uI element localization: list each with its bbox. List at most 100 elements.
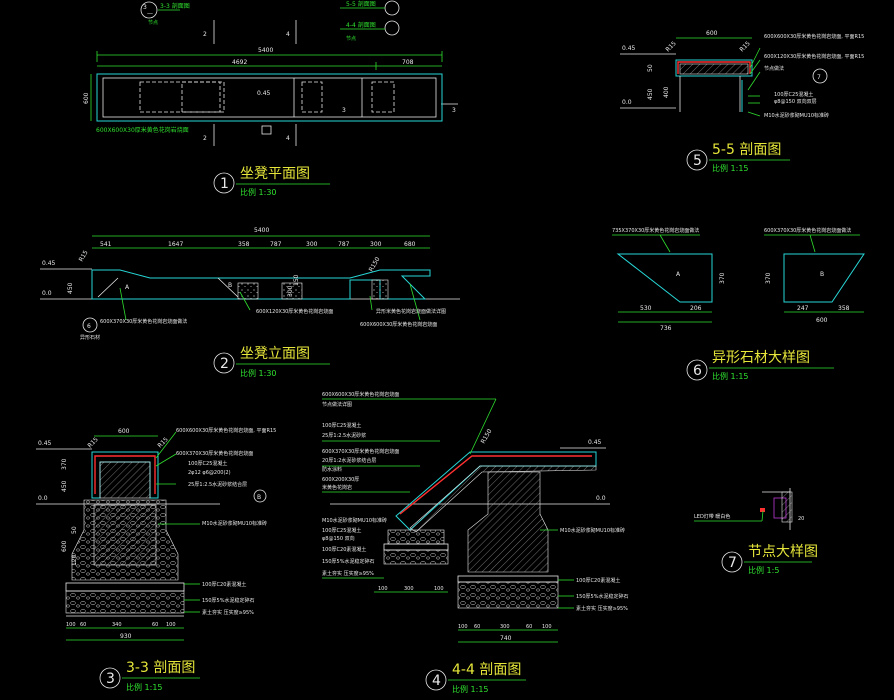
elevation-title: 坐凳立面图 bbox=[240, 346, 310, 362]
svg-text:节点做法详图: 节点做法详图 bbox=[322, 401, 352, 408]
svg-text:R15: R15 bbox=[86, 436, 99, 449]
svg-text:素土夯实 压实度≥95%: 素土夯实 压实度≥95% bbox=[322, 570, 374, 577]
plan-callout-33: 3-3 剖面图 bbox=[160, 2, 190, 10]
svg-text:M10水泥砂浆砌MU10标准砖: M10水泥砂浆砌MU10标准砖 bbox=[764, 112, 829, 119]
svg-text:M10水泥砂浆砌MU10标准砖: M10水泥砂浆砌MU10标准砖 bbox=[560, 527, 625, 534]
svg-text:600X120X30厚米黄色花岗岩烧面, 平面R15: 600X120X30厚米黄色花岗岩烧面, 平面R15 bbox=[764, 53, 864, 60]
svg-text:100厚C25混凝土: 100厚C25混凝土 bbox=[322, 527, 361, 534]
svg-text:比例 1:5: 比例 1:5 bbox=[748, 565, 779, 575]
svg-text:100: 100 bbox=[458, 624, 468, 630]
svg-text:300: 300 bbox=[500, 624, 510, 630]
section44-notes-right: M10水泥砂浆砌MU10标准砖 100厚C20素混凝土 150厚5%水泥稳定碎石… bbox=[540, 527, 628, 612]
svg-text:247: 247 bbox=[797, 305, 809, 312]
svg-text:450: 450 bbox=[647, 88, 654, 100]
svg-text:600X200X30厚: 600X200X30厚 bbox=[322, 477, 359, 483]
svg-text:素土夯实 压实度≥95%: 素土夯实 压实度≥95% bbox=[202, 609, 254, 616]
plan-dim-right: 708 bbox=[402, 59, 414, 66]
svg-text:6: 6 bbox=[87, 323, 91, 330]
svg-text:600X370X30厚米黄色花岗岩烧面: 600X370X30厚米黄色花岗岩烧面 bbox=[176, 450, 253, 457]
svg-text:600X120X30厚米黄色花岗岩烧面: 600X120X30厚米黄色花岗岩烧面 bbox=[256, 308, 333, 315]
svg-text:0.45: 0.45 bbox=[38, 440, 52, 447]
svg-text:60: 60 bbox=[152, 622, 158, 628]
svg-text:600X600X30厚米黄色花岗岩烧面: 600X600X30厚米黄色花岗岩烧面 bbox=[360, 321, 437, 328]
plan-title-circle bbox=[213, 172, 235, 194]
svg-text:M10水泥砂浆砌MU10标准砖: M10水泥砂浆砌MU10标准砖 bbox=[202, 520, 267, 527]
svg-text:300: 300 bbox=[370, 241, 382, 248]
section44-notes-left: 600X600X30厚米黄色花岗岩烧面 节点做法详图 100厚C25混凝土 25… bbox=[322, 391, 497, 579]
svg-text:比例 1:15: 比例 1:15 bbox=[126, 682, 163, 692]
plan-mark-2-top: 2 bbox=[203, 31, 207, 38]
svg-text:530: 530 bbox=[640, 305, 652, 312]
svg-text:450: 450 bbox=[61, 480, 68, 492]
svg-text:25厚1:2.5水泥砂浆结合层: 25厚1:2.5水泥砂浆结合层 bbox=[188, 481, 247, 488]
svg-text:2: 2 bbox=[220, 356, 229, 372]
plan-mark-4-bot: 4 bbox=[286, 135, 290, 142]
svg-text:R15: R15 bbox=[738, 40, 751, 53]
svg-text:异形米黄色花岗岩烧面做法详图: 异形米黄色花岗岩烧面做法详图 bbox=[376, 308, 446, 315]
section-7-node: LED灯带 暖白色 20 7 节点大样图 比例 1:5 bbox=[694, 488, 818, 575]
svg-text:340: 340 bbox=[112, 622, 122, 628]
stone-b-shape bbox=[783, 253, 865, 303]
svg-text:6: 6 bbox=[693, 363, 702, 379]
section-3-3: 600 0.45 0.0 R15 R15 370 450 600 50 120 … bbox=[36, 427, 276, 692]
svg-text:100: 100 bbox=[542, 624, 552, 630]
plan-mark-3-mid: 3 bbox=[342, 107, 346, 114]
svg-text:100: 100 bbox=[434, 586, 444, 592]
plan-note: 600X600X30厚米黄色花岗岩烧面 bbox=[96, 126, 189, 134]
svg-text:50: 50 bbox=[647, 64, 654, 72]
svg-text:节点: 节点 bbox=[346, 36, 356, 42]
svg-text:370: 370 bbox=[719, 272, 726, 284]
svg-text:素土夯实 压实度≥95%: 素土夯实 压实度≥95% bbox=[576, 605, 628, 612]
svg-text:节点: 节点 bbox=[148, 20, 158, 26]
svg-text:300: 300 bbox=[306, 241, 318, 248]
svg-text:300: 300 bbox=[404, 586, 414, 592]
svg-text:100厚C25混凝土: 100厚C25混凝土 bbox=[188, 460, 227, 467]
svg-text:600: 600 bbox=[816, 317, 828, 324]
plan-mark-4-top: 4 bbox=[286, 31, 290, 38]
section55-title: 5-5 剖面图 bbox=[712, 142, 781, 158]
svg-text:787: 787 bbox=[338, 241, 350, 248]
svg-text:比例 1:15: 比例 1:15 bbox=[712, 371, 749, 381]
svg-text:R15: R15 bbox=[664, 40, 677, 53]
svg-text:0.0: 0.0 bbox=[596, 495, 606, 502]
plan-view: 3 — 3-3 剖面图 5-5 剖面图 4-4 剖面图 节点 节点 2 4 2 … bbox=[83, 0, 458, 197]
svg-text:150厚5%水泥稳定碎石: 150厚5%水泥稳定碎石 bbox=[322, 558, 374, 565]
svg-text:0.45: 0.45 bbox=[588, 439, 602, 446]
svg-text:400: 400 bbox=[663, 86, 670, 98]
svg-text:735X370X30厚米黄色花岗岩烧面做法: 735X370X30厚米黄色花岗岩烧面做法 bbox=[612, 227, 699, 234]
plan-level: 0.45 bbox=[257, 90, 271, 97]
svg-text:—: — bbox=[147, 10, 153, 17]
svg-text:0.45: 0.45 bbox=[622, 45, 636, 52]
svg-text:60: 60 bbox=[474, 624, 480, 630]
svg-text:M10水泥砂浆砌MU10标准砖: M10水泥砂浆砌MU10标准砖 bbox=[322, 517, 387, 524]
svg-text:150厚5%水泥稳定碎石: 150厚5%水泥稳定碎石 bbox=[576, 593, 628, 600]
svg-text:比例 1:15: 比例 1:15 bbox=[712, 163, 749, 173]
svg-text:比例 1:30: 比例 1:30 bbox=[240, 368, 277, 378]
svg-text:541: 541 bbox=[100, 241, 112, 248]
svg-text:150厚5%水泥稳定碎石: 150厚5%水泥稳定碎石 bbox=[202, 597, 254, 604]
elevation-dim-segments: 541 1647 358 787 300 787 300 680 bbox=[100, 241, 416, 248]
svg-text:100: 100 bbox=[378, 586, 388, 592]
section-6-stone: 735X370X30厚米黄色花岗岩烧面做法 600X370X30厚米黄色花岗岩烧… bbox=[612, 227, 865, 381]
stone-a-shape bbox=[616, 253, 713, 303]
svg-text:100厚C20素混凝土: 100厚C20素混凝土 bbox=[322, 546, 366, 553]
svg-text:60: 60 bbox=[526, 624, 532, 630]
svg-text:1647: 1647 bbox=[168, 241, 183, 248]
svg-text:异形石材: 异形石材 bbox=[80, 334, 100, 341]
svg-text:600: 600 bbox=[118, 428, 130, 435]
svg-text:LED灯带 暖白色: LED灯带 暖白色 bbox=[694, 513, 730, 520]
svg-text:0.0: 0.0 bbox=[42, 290, 52, 297]
section66-title: 异形石材大样图 bbox=[712, 350, 810, 366]
section44-title: 4-4 剖面图 bbox=[452, 662, 521, 678]
svg-text:节点做法: 节点做法 bbox=[764, 65, 784, 72]
svg-text:100: 100 bbox=[66, 622, 76, 628]
svg-text:600X600X30厚米黄色花岗岩烧面: 600X600X30厚米黄色花岗岩烧面 bbox=[322, 391, 399, 398]
section33-notes: 600X600X30厚米黄色花岗岩烧面, 平面R15 600X370X30厚米黄… bbox=[155, 427, 276, 616]
elevation-view: 5400 541 1647 358 787 300 787 300 680 0.… bbox=[40, 227, 460, 378]
svg-text:600X370X30厚米黄色花岗岩烧面做法: 600X370X30厚米黄色花岗岩烧面做法 bbox=[100, 318, 187, 325]
svg-text:φ8@150 双向双层: φ8@150 双向双层 bbox=[774, 98, 817, 105]
plan-dim-inner: 4692 bbox=[232, 59, 247, 66]
section77-title: 节点大样图 bbox=[748, 544, 818, 560]
svg-text:20: 20 bbox=[798, 516, 804, 522]
